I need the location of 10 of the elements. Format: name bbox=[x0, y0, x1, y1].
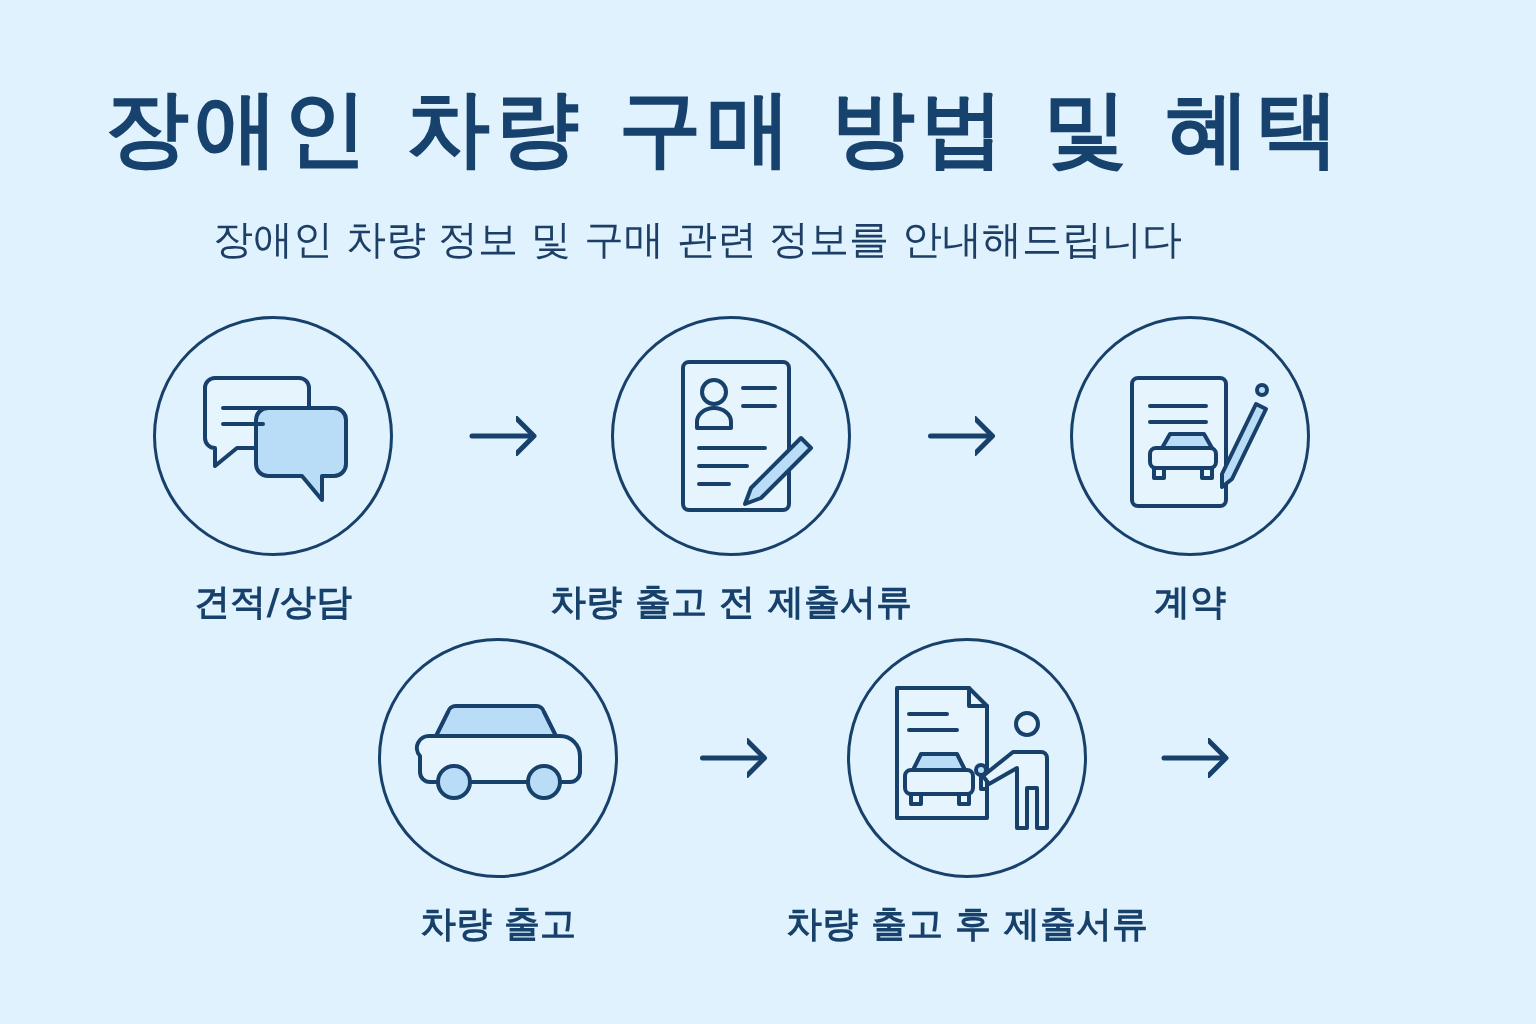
title: 장애인 차량 구매 방법 및 혜택 bbox=[105, 78, 1345, 179]
arrow bbox=[700, 737, 767, 779]
arrow bbox=[469, 415, 537, 457]
step-label: 견적/상담 bbox=[194, 580, 352, 624]
subtitle: 장애인 차량 정보 및 구매 관련 정보를 안내해드립니다 bbox=[213, 215, 1182, 264]
step-label: 차량 출고 bbox=[419, 902, 577, 946]
step-label: 차량 출고 전 제출서류 bbox=[550, 580, 912, 624]
arrow bbox=[928, 415, 995, 457]
step-label: 차량 출고 후 제출서류 bbox=[786, 902, 1148, 946]
step-label: 계약 bbox=[1154, 580, 1226, 624]
